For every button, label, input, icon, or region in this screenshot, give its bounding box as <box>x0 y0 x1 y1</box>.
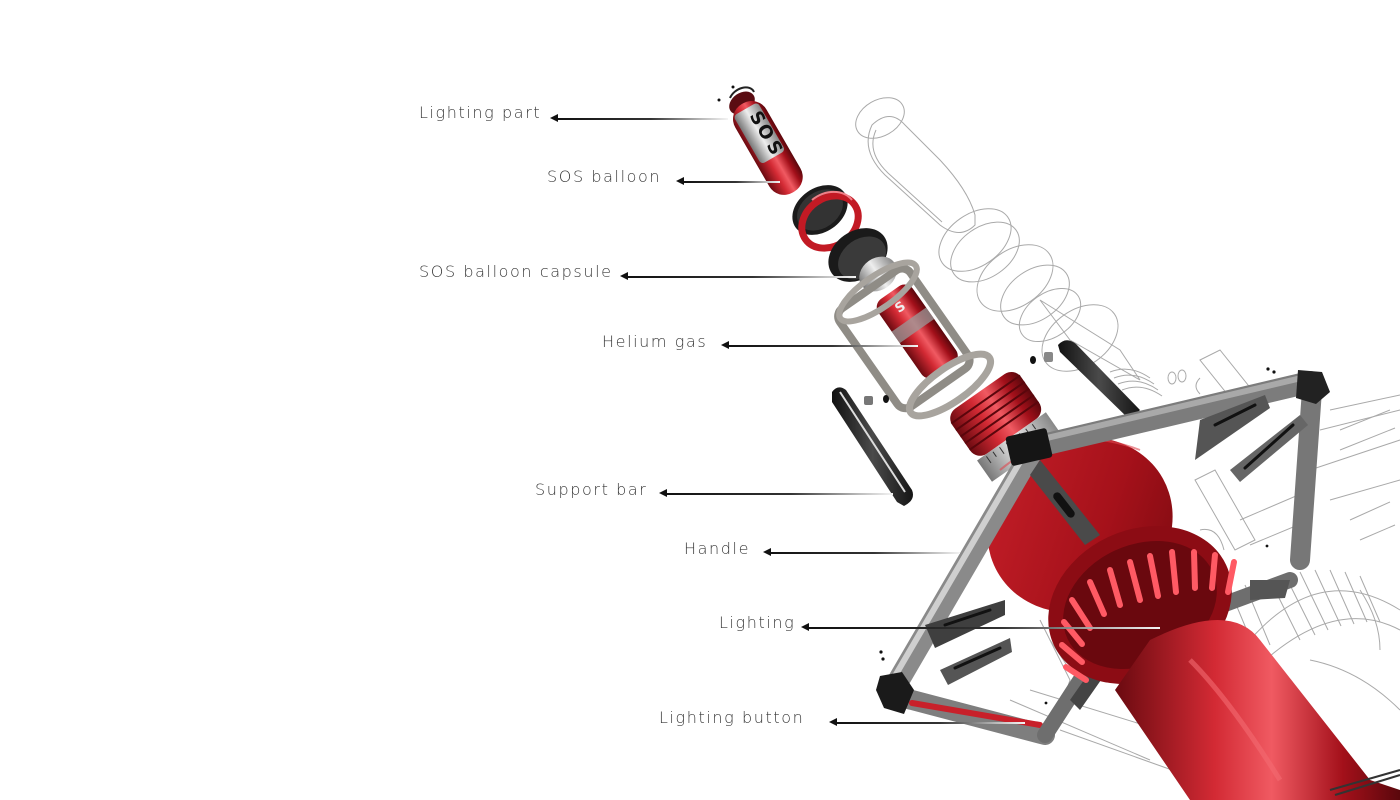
arrow-left-icon <box>829 718 1025 726</box>
callout-label: Helium gas <box>602 332 708 351</box>
arrow-left-icon <box>620 272 856 280</box>
callout-label: Handle <box>684 539 751 558</box>
arrow-left-icon <box>676 177 780 185</box>
support-bar-right <box>1058 340 1140 420</box>
screws <box>879 367 1276 705</box>
callout-label: Lighting button <box>659 708 805 727</box>
arrow-left-icon <box>801 623 1160 631</box>
arrow-left-icon <box>659 489 893 497</box>
arrow-left-icon <box>721 341 918 349</box>
pins <box>864 352 1053 405</box>
support-bar <box>832 387 913 506</box>
lighting-head <box>1048 526 1400 800</box>
callout-label: SOS balloon capsule <box>419 262 613 281</box>
sos-balloon: S O S <box>733 101 803 195</box>
arrow-left-icon <box>550 114 728 122</box>
seal-rings <box>792 185 897 292</box>
callout-label: SOS balloon <box>547 167 662 186</box>
helium-capsule: S <box>834 259 995 420</box>
callout-label: Lighting <box>719 613 796 632</box>
wireframe-sketch <box>855 97 1400 781</box>
callout-label: Support bar <box>535 480 648 499</box>
arrow-left-icon <box>763 548 960 556</box>
callout-label: Lighting part <box>419 103 542 122</box>
